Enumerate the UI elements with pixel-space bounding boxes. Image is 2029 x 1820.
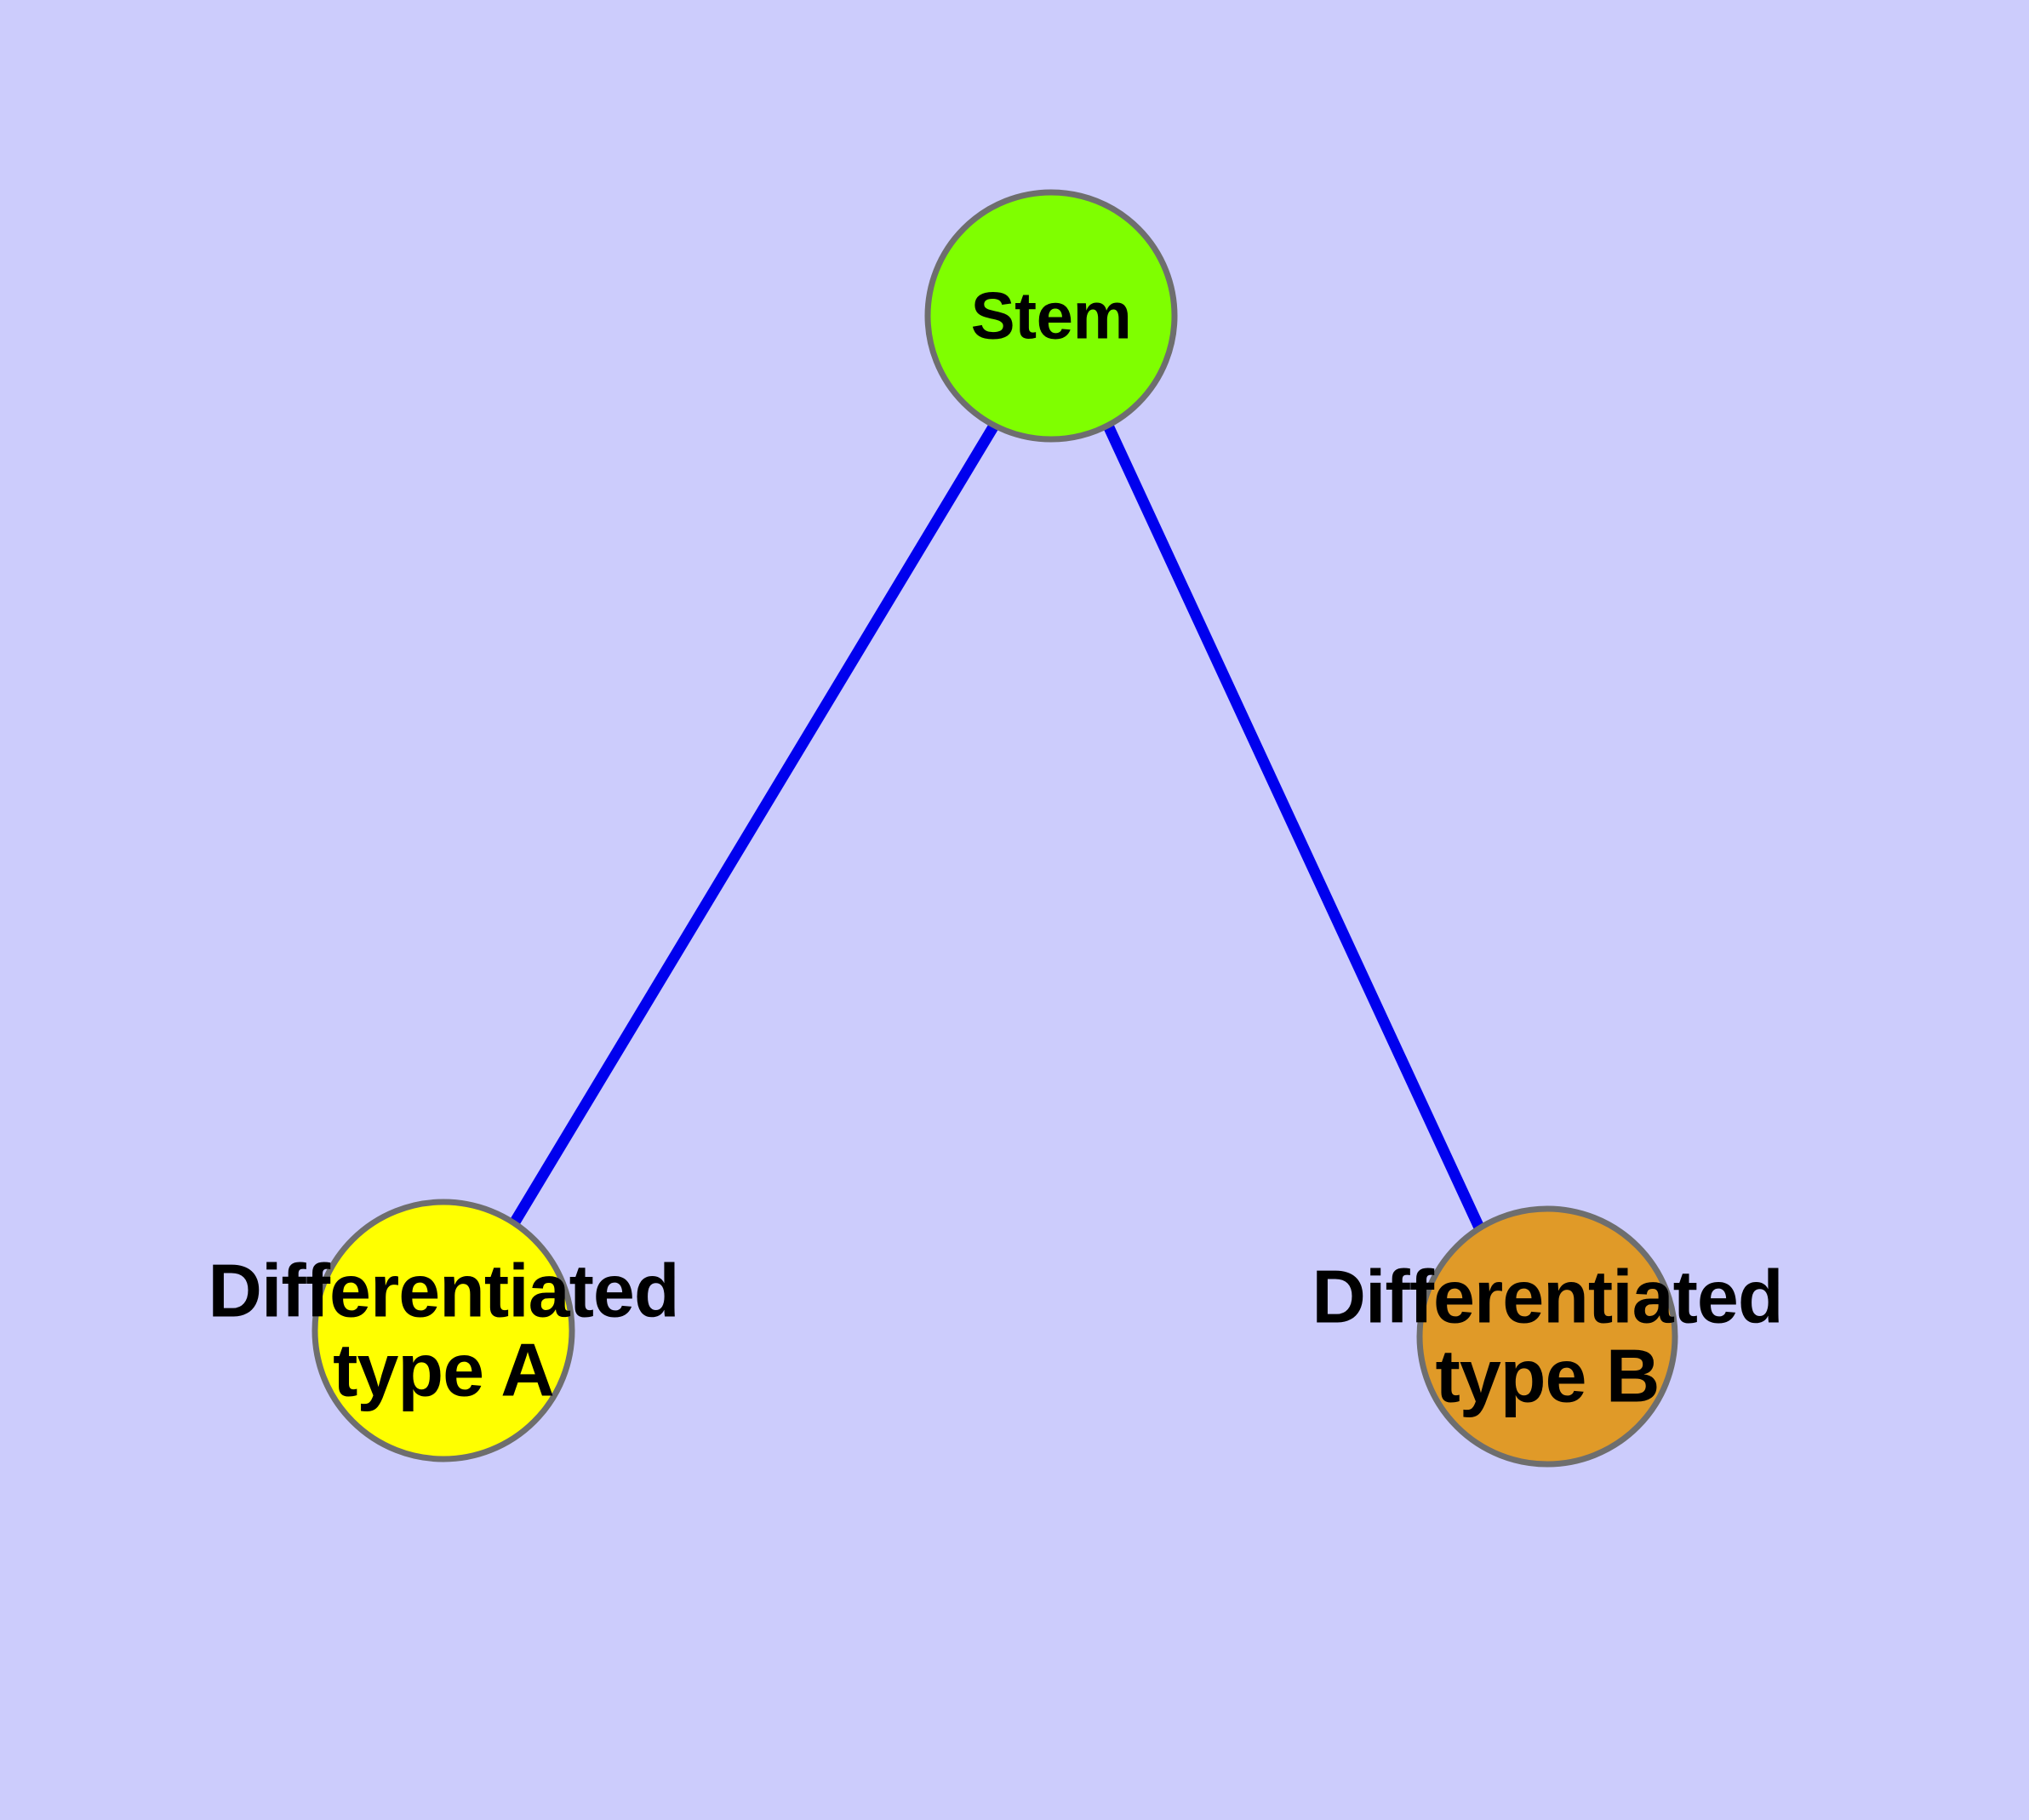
- node-circle-diff-a[interactable]: [311, 1199, 575, 1462]
- node-layer: [311, 189, 1678, 1468]
- node-circle-stem[interactable]: [924, 189, 1178, 443]
- edge-stem-to-diff-a[interactable]: [509, 422, 999, 1227]
- edge-layer: [509, 422, 1484, 1230]
- edge-stem-to-diff-b[interactable]: [1103, 423, 1484, 1230]
- node-circle-diff-b[interactable]: [1416, 1205, 1678, 1468]
